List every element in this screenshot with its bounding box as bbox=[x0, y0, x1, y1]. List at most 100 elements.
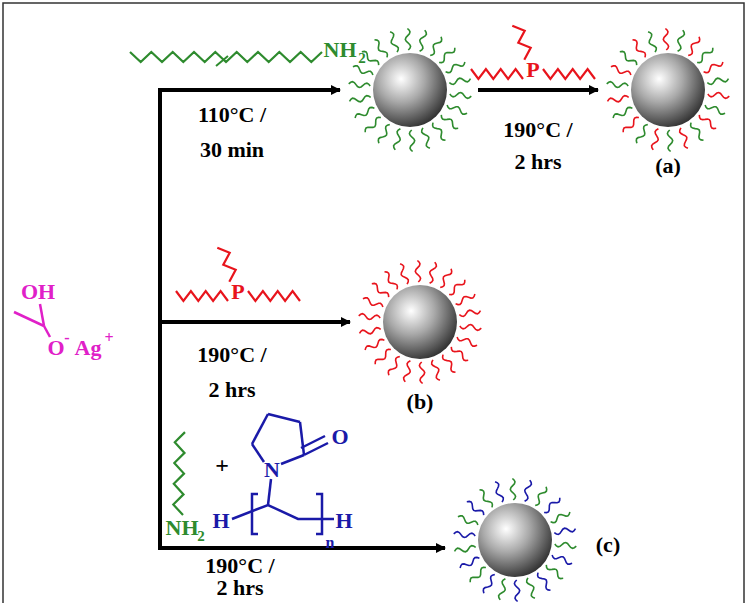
ligand-hair bbox=[422, 128, 430, 148]
ligand-hair bbox=[460, 325, 482, 331]
ligand-hair bbox=[363, 298, 383, 307]
ligand-hair bbox=[620, 51, 637, 65]
ligand-hair bbox=[432, 360, 440, 380]
silver-label: Ag bbox=[75, 337, 102, 359]
ligand-hair bbox=[451, 347, 468, 361]
ligand-hair bbox=[455, 546, 476, 552]
ligand-hair bbox=[459, 310, 480, 316]
ligand-hair bbox=[495, 482, 503, 502]
ligand-hair bbox=[420, 30, 427, 51]
double-bond bbox=[216, 56, 228, 66]
ligand-hair bbox=[443, 355, 456, 373]
alkyl-chain bbox=[471, 69, 523, 79]
ligand-hair bbox=[510, 479, 515, 501]
condition: 190°C / bbox=[205, 555, 274, 577]
ligand-hair bbox=[456, 294, 475, 305]
ligand-hair bbox=[551, 512, 570, 523]
ligand-hair bbox=[691, 123, 704, 141]
ligand-hair bbox=[394, 129, 401, 150]
silver-nanoparticle bbox=[478, 503, 552, 577]
plus-sign: + bbox=[215, 453, 229, 477]
ligand-hair bbox=[350, 96, 371, 102]
ligand-hair bbox=[378, 125, 390, 144]
arrow bbox=[158, 546, 445, 550]
ligand-hair bbox=[611, 66, 631, 75]
ligand-hair bbox=[439, 48, 455, 63]
ligand-hair bbox=[544, 498, 560, 513]
pvp-structure bbox=[232, 414, 334, 534]
condition: 190°C / bbox=[197, 344, 266, 366]
ligand-hair bbox=[480, 490, 493, 508]
ligand-hair bbox=[707, 78, 728, 84]
subscript: 2 bbox=[197, 529, 205, 544]
ligand-hair bbox=[652, 129, 659, 150]
condition: 2 hrs bbox=[216, 577, 263, 599]
ligand-hair bbox=[546, 565, 563, 579]
ligand-hair bbox=[680, 128, 688, 148]
ligand-hair bbox=[430, 262, 437, 283]
subscript: 2 bbox=[358, 51, 366, 66]
ligand-hair bbox=[457, 337, 477, 346]
ligand-hair bbox=[409, 130, 414, 152]
ligand-hair bbox=[458, 516, 478, 525]
ligand-drawing bbox=[130, 26, 729, 602]
condition: 2 hrs bbox=[514, 151, 561, 173]
arrow bbox=[158, 320, 350, 324]
hydroxyl-label: OH bbox=[21, 281, 55, 303]
ligand-hair bbox=[483, 575, 495, 594]
ligand-hair bbox=[555, 543, 577, 549]
ligand-hair bbox=[613, 107, 632, 118]
product-label: (a) bbox=[655, 155, 681, 177]
ligand-hair bbox=[372, 283, 389, 297]
oxygen-label: O bbox=[331, 426, 348, 448]
phosphorus-label: P bbox=[526, 59, 539, 81]
ligand-hair bbox=[419, 362, 424, 384]
amine-label: NH bbox=[324, 39, 357, 61]
end-group-label: H bbox=[335, 510, 352, 532]
ligand-hair bbox=[375, 349, 391, 364]
product-label: (b) bbox=[407, 391, 434, 413]
ligand-hair bbox=[405, 29, 410, 51]
ligand-hair bbox=[359, 314, 381, 320]
ligand-hair bbox=[430, 37, 442, 56]
condition: 30 min bbox=[200, 139, 264, 161]
ligand-hair bbox=[678, 30, 685, 51]
ligand-hair bbox=[552, 555, 572, 564]
arrow bbox=[478, 88, 598, 92]
ligand-hair bbox=[433, 123, 446, 141]
ligand-hair bbox=[400, 264, 408, 284]
phosphorus-label: P bbox=[231, 281, 244, 303]
alkyl-chain bbox=[543, 69, 595, 79]
ligand-hair bbox=[447, 105, 467, 114]
ligand-hair bbox=[441, 115, 458, 129]
condition: 110°C / bbox=[198, 104, 266, 126]
ligand-hair bbox=[525, 480, 532, 501]
ligand-hair bbox=[535, 487, 547, 506]
product-label: (c) bbox=[596, 534, 620, 556]
ligand-hair bbox=[608, 96, 629, 102]
ligand-hair bbox=[460, 557, 479, 568]
ligand-hair bbox=[663, 29, 668, 51]
ligand-hair bbox=[499, 579, 506, 600]
ligand-hair bbox=[404, 361, 411, 382]
arrow bbox=[158, 88, 340, 92]
ligand-hair bbox=[349, 82, 371, 88]
ligand-hair bbox=[449, 280, 465, 295]
alkyl-chain bbox=[173, 432, 185, 515]
ligand-hair bbox=[688, 37, 700, 56]
ligand-hair bbox=[360, 328, 381, 334]
silver-nanoparticle bbox=[373, 53, 447, 127]
ligand-hair bbox=[454, 532, 476, 538]
ligand-hair bbox=[375, 40, 388, 58]
oxygen-label: O bbox=[47, 337, 64, 359]
repeat-index: n bbox=[326, 535, 335, 551]
ligand-hair bbox=[697, 48, 713, 63]
silver-nanoparticle bbox=[631, 53, 705, 127]
silver-nanoparticle bbox=[383, 285, 457, 359]
amine-label: NH bbox=[166, 517, 199, 539]
ligand-hair bbox=[705, 105, 725, 114]
ligand-hair bbox=[446, 62, 465, 73]
condition: 190°C / bbox=[503, 119, 572, 141]
ligand-hair bbox=[385, 272, 398, 290]
